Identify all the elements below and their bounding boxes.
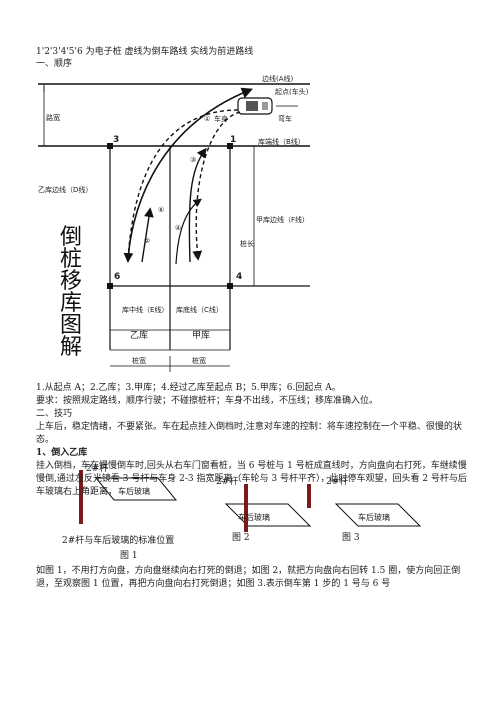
step-circle-2: ② xyxy=(144,237,150,245)
title-char-1: 倒 xyxy=(60,225,82,250)
step-circle-5: ⑤ xyxy=(194,252,200,260)
label-pile-w1: 桩宽 xyxy=(132,356,146,365)
step-circle-1: ① xyxy=(204,115,210,123)
pile-number-3: 3 xyxy=(113,135,119,145)
label-yi-edge-d: 乙库边线（D线） xyxy=(38,185,92,194)
fig2-glass-label: 车后玻璃 xyxy=(238,513,270,522)
fig3-glass-label: 车后玻璃 xyxy=(358,513,390,522)
fig1-caption: 2#杆与车后玻璃的标准位置 xyxy=(62,536,175,546)
step-circle-4: ④ xyxy=(175,224,181,232)
fig3-title: 图 3 xyxy=(342,533,360,543)
title-char-4: 库 xyxy=(60,291,82,316)
forward-path-1 xyxy=(127,87,253,263)
fig1-glass-label: 车后玻璃 xyxy=(118,487,150,496)
label-road-width: 路宽 xyxy=(46,113,60,122)
pile-1 xyxy=(227,143,233,149)
label-pile-w2: 桩宽 xyxy=(192,356,206,365)
label-start: 起点(车头) xyxy=(275,87,309,96)
car-icon xyxy=(237,97,273,115)
title-char-6: 解 xyxy=(60,335,82,360)
fig2-title: 图 2 xyxy=(232,533,250,543)
label-mid-e: 库中线（E线） xyxy=(122,305,168,314)
pile-3 xyxy=(107,143,113,149)
step-circle-3: ③ xyxy=(190,156,196,164)
reverse-path-2 xyxy=(192,111,241,261)
reverse-path-1 xyxy=(123,109,239,263)
pile-number-1: 1 xyxy=(230,135,236,145)
label-cheshen: 车身 xyxy=(214,114,228,123)
steps-line: 1.从起点 A；2.乙库；3.甲库；4.经过乙库至起点 B；5.甲库；6.回起点… xyxy=(36,383,341,393)
pile-number-4: 4 xyxy=(236,272,242,282)
fig1-pole-label: 2#杆 xyxy=(86,464,109,474)
subhead-reverse-yi: 1、倒入乙库 xyxy=(36,448,88,458)
label-garage-line-b: 库端线（B线） xyxy=(258,137,305,146)
label-wanche: 弯车 xyxy=(278,114,292,123)
figure-2 xyxy=(224,484,312,532)
pile-number-6: 6 xyxy=(114,272,120,282)
label-edge-a: 边线(A线) xyxy=(262,74,294,83)
forward-path-3 xyxy=(188,147,207,263)
fig1-title: 图 1 xyxy=(120,551,138,561)
fig3-pole-label: 2#杆 xyxy=(326,477,349,487)
label-pile-len: 桩长 xyxy=(240,239,254,248)
title-char-2: 桩 xyxy=(60,247,82,272)
label-jia-ku: 甲库 xyxy=(192,329,210,341)
legend-line: 1'2'3'4'5'6 为电子桩 虚线为倒车路线 实线为前进路线 xyxy=(36,47,254,57)
paragraph-2: 挂入倒档，车在慢慢倒车时,回头从右车门窗看桩，当 6 号桩与 1 号桩成直线时，… xyxy=(36,461,467,497)
step-circle-6: ⑥ xyxy=(158,206,164,214)
pile-6 xyxy=(107,283,113,289)
fig2-pole-label: 2#杆 xyxy=(216,477,239,487)
section-skills-heading: 二、技巧 xyxy=(36,409,73,419)
figure-1 xyxy=(79,470,178,524)
label-yi-ku: 乙库 xyxy=(130,329,148,341)
title-char-3: 移 xyxy=(60,269,82,294)
title-char-5: 图 xyxy=(60,313,82,338)
forward-path-2 xyxy=(141,207,154,263)
figure-3 xyxy=(307,484,422,527)
requirement-line: 要求：按照规定路线，顺序行驶；不碰擦桩杆；车身不出线，不压线；移库准确入位。 xyxy=(36,396,379,406)
paragraph-1: 上车后，稳定情绪，不要紧张。车在起点挂入倒档时,注意对车速的控制：将车速控制在一… xyxy=(36,422,462,445)
pile-4 xyxy=(227,283,233,289)
section-order-heading: 一、顺序 xyxy=(36,59,73,69)
label-jia-edge-f: 甲库边线（F线） xyxy=(256,215,309,224)
label-bottom-c: 库底线（C线） xyxy=(176,305,223,314)
paragraph-3: 如图 1，不用打方向盘，方向盘继续向右打死的倒退；如图 2，就把方向盘向右回转 … xyxy=(36,566,461,589)
